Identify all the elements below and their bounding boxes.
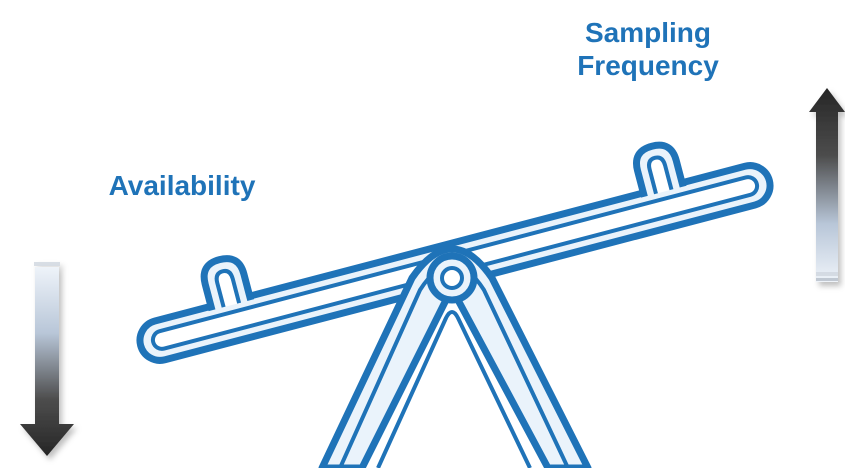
sampling-frequency-label: Sampling Frequency [548, 16, 748, 82]
down-arrow-icon [20, 262, 74, 456]
availability-label: Availability [62, 169, 302, 202]
seesaw-fulcrum [318, 245, 592, 468]
sampling-frequency-line2: Frequency [577, 50, 719, 81]
sampling-frequency-line1: Sampling [584, 17, 711, 48]
seesaw-handle-right [633, 141, 687, 198]
seesaw-icon [136, 141, 774, 468]
seesaw-handle-left [200, 255, 255, 312]
availability-text: Availability [108, 170, 256, 201]
seesaw-beam [136, 141, 774, 364]
up-arrow-icon [809, 88, 845, 282]
